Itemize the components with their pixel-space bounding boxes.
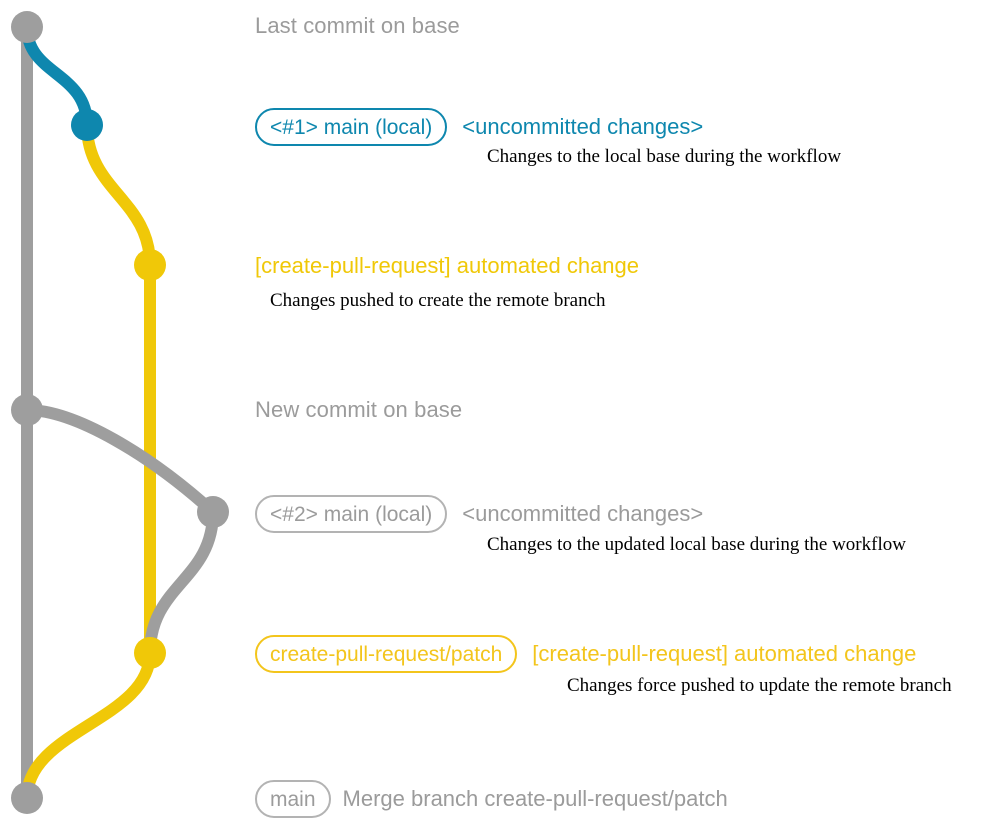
node-local-1 <box>71 109 103 141</box>
node-patch-1 <box>134 249 166 281</box>
node-base-merge <box>11 782 43 814</box>
description-main-local-1: Changes to the local base during the wor… <box>487 146 842 167</box>
edge-local2-to-patch2 <box>144 506 219 659</box>
node-local-2 <box>197 496 229 528</box>
subject-main-local-2: <uncommitted changes> <box>462 501 704 526</box>
ref-pill-main[interactable]: main <box>255 780 331 818</box>
heading-last-commit-on-base: Last commit on base <box>255 13 460 38</box>
node-base-new <box>11 394 43 426</box>
ref-pill-main-local-1[interactable]: <#1> main (local) <box>255 108 448 146</box>
row-automated-change-2: create-pull-request/patch [create-pull-r… <box>255 635 916 673</box>
edge-basenew-to-local2 <box>21 404 219 518</box>
edge-local1-to-patch1 <box>81 119 156 271</box>
subject-main-local-1: <uncommitted changes> <box>462 114 704 139</box>
subject-automated-change-2: [create-pull-request] automated change <box>532 641 917 666</box>
subject-automated-change-1: [create-pull-request] automated change <box>255 253 640 278</box>
edge-patch2-to-merge <box>21 647 156 804</box>
row-merge-commit: main Merge branch create-pull-request/pa… <box>255 780 728 818</box>
row-automated-change-1: [create-pull-request] automated change <box>255 255 639 277</box>
commit-nodes <box>11 11 229 814</box>
row-new-commit-on-base: New commit on base <box>255 399 462 421</box>
node-patch-2 <box>134 637 166 669</box>
node-base-top <box>11 11 43 43</box>
row-main-local-1: <#1> main (local) <uncommitted changes> <box>255 108 703 146</box>
ref-pill-main-local-2[interactable]: <#2> main (local) <box>255 495 448 533</box>
row-last-commit-on-base: Last commit on base <box>255 15 460 37</box>
description-automated-change-1: Changes pushed to create the remote bran… <box>270 290 606 311</box>
row-main-local-2: <#2> main (local) <uncommitted changes> <box>255 495 703 533</box>
ref-pill-create-pull-request-patch[interactable]: create-pull-request/patch <box>255 635 518 673</box>
subject-merge-commit: Merge branch create-pull-request/patch <box>342 786 728 811</box>
description-main-local-2: Changes to the updated local base during… <box>487 534 906 555</box>
description-automated-change-2: Changes force pushed to update the remot… <box>567 675 952 696</box>
heading-new-commit-on-base: New commit on base <box>255 397 463 422</box>
